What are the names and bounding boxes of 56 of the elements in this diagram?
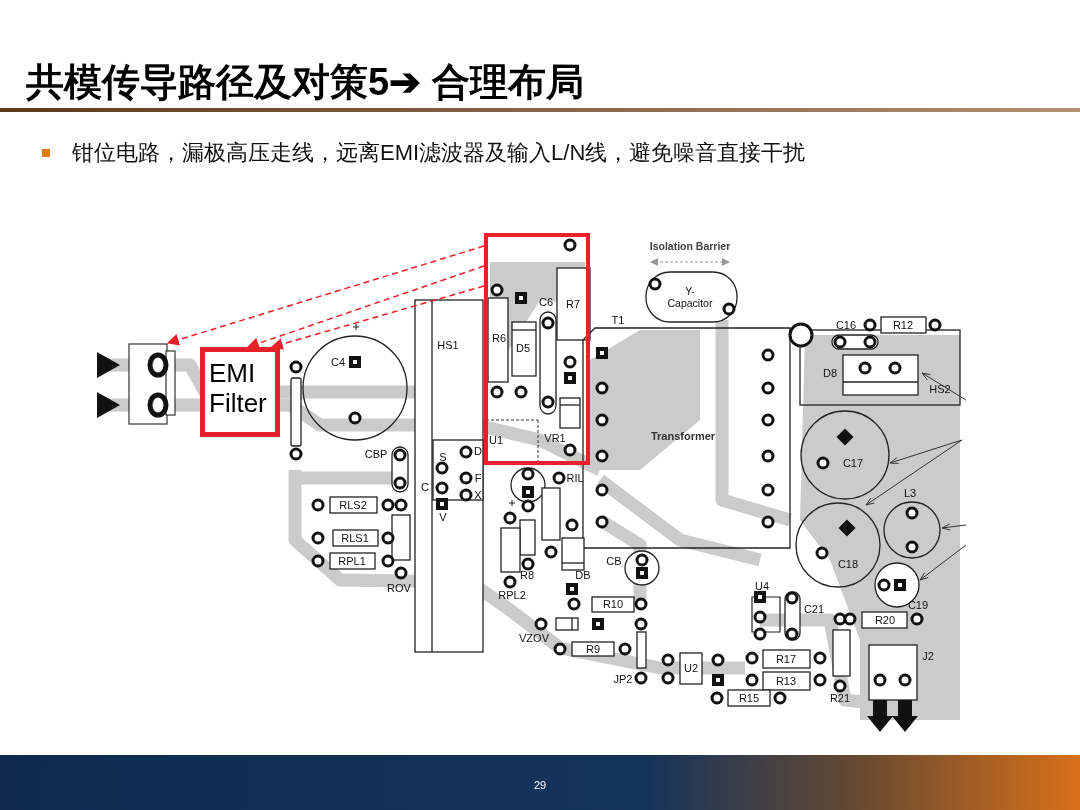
dashed-arrow [270, 285, 485, 350]
highlight-box [484, 233, 590, 465]
component-label: X [474, 489, 482, 501]
component-label: R9 [585, 643, 601, 655]
component-label: U4 [754, 580, 770, 592]
component-label: VZOV [519, 632, 549, 644]
dashed-arrow [246, 265, 485, 350]
component-label: R12 [892, 319, 914, 331]
component-label: VR1 [544, 432, 566, 444]
component-label: RPL2 [498, 589, 526, 601]
component-label: F [474, 472, 482, 484]
component-label: C18 [837, 558, 859, 570]
component-label: RLS1 [341, 532, 369, 544]
component-label: HS1 [437, 339, 459, 351]
component-label: RLS2 [339, 499, 367, 511]
component-label: ROV [387, 582, 411, 594]
component-label: V [439, 511, 447, 523]
component-label: C16 [835, 319, 857, 331]
dashed-arrow [166, 245, 485, 346]
component-label: C4 [330, 356, 346, 368]
component-label: C21 [803, 603, 825, 615]
component-label: CBP [364, 448, 388, 460]
component-label: R10 [602, 598, 624, 610]
component-label: R17 [775, 653, 797, 665]
component-label: J2 [922, 650, 934, 662]
component-label: C [421, 481, 429, 493]
component-label: T1 [611, 314, 625, 326]
component-label: L3 [903, 487, 917, 499]
component-label: C6 [538, 296, 554, 308]
component-label: R7 [565, 298, 581, 310]
component-label: Y- Capacitor [666, 285, 714, 309]
component-label: R20 [874, 614, 896, 626]
bullet-text: 钳位电路，漏极高压走线，远离EMI滤波器及输入L/N线，避免噪音直接干扰 [72, 139, 806, 167]
slide-title: 共模传导路径及对策5➔ 合理布局 [26, 60, 584, 105]
page-number: 29 [533, 779, 547, 791]
component-label: R21 [829, 692, 851, 704]
component-label: C19 [907, 599, 929, 611]
component-label: C17 [842, 457, 864, 469]
terminal-block [128, 343, 176, 427]
component-label: R13 [775, 675, 797, 687]
component-label: CB [606, 555, 622, 567]
component-label: RPL1 [338, 555, 366, 567]
component-label: DB [575, 569, 591, 581]
component-label: JP2 [613, 673, 633, 685]
barrier-label: Isolation Barrier [649, 240, 731, 252]
filter-box: EMI Filter [200, 347, 280, 437]
component-label: Transformer [650, 430, 716, 442]
component-label: R8 [519, 569, 535, 581]
component-label: R15 [738, 692, 760, 704]
component-label: D8 [822, 367, 838, 379]
component-label: U1 [488, 434, 504, 446]
component-label: U2 [683, 662, 699, 674]
component-label: S [439, 451, 447, 463]
component-label: D5 [515, 342, 531, 354]
component-label: HS2 [929, 383, 951, 395]
component-label: R6 [491, 332, 507, 344]
